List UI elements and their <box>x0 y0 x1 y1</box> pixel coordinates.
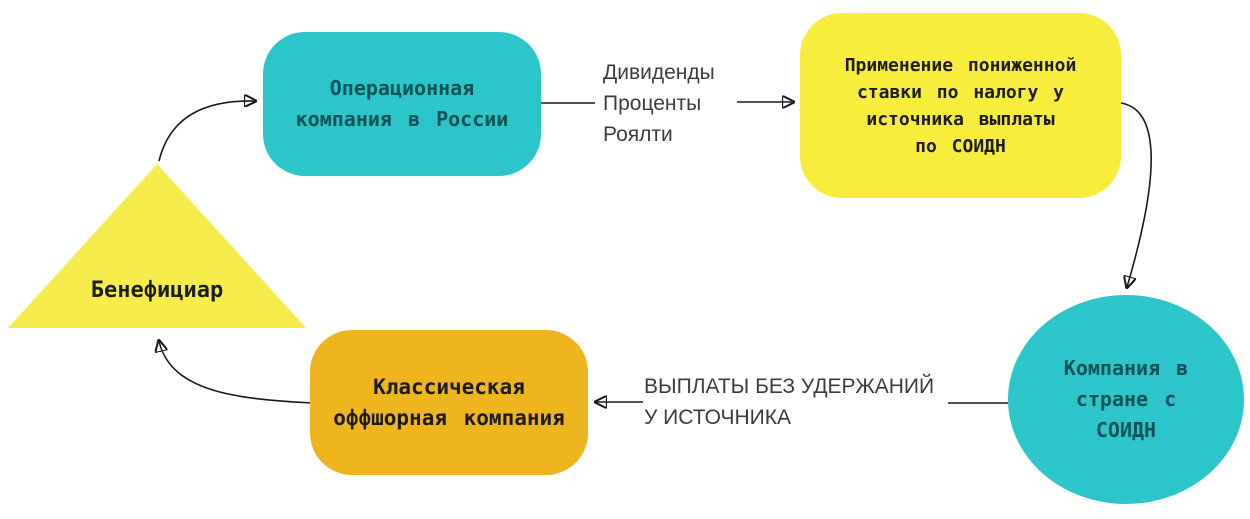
node-treaty-country-company: Компания в стране с СОИДН <box>1008 295 1244 504</box>
node-treaty-country-company-label: Компания в стране с СОИДН <box>1063 356 1189 442</box>
node-beneficiary-label: Бенефициар <box>90 278 224 303</box>
node-treaty-rate-label: Применение пониженной ставки по налогу у… <box>844 54 1077 157</box>
node-offshore-company-label: Классическая оффшорная компания <box>333 374 565 430</box>
arrow-beneficiary-to-operating <box>158 101 255 162</box>
node-operating-company: Операционная компания в России <box>263 32 541 176</box>
node-treaty-rate: Применение пониженной ставки по налогу у… <box>800 13 1121 198</box>
node-operating-company-label: Операционная компания в России <box>295 76 509 131</box>
edge-label-payment-types: Дивиденды Проценты Роялти <box>603 61 715 146</box>
arrow-offshore-to-beneficiary <box>159 341 312 404</box>
arrow-treaty-rate-to-treaty-country <box>1120 102 1152 287</box>
edge-label-no-withholding: ВЫПЛАТЫ БЕЗ УДЕРЖАНИЙ У ИСТОЧНИКА <box>644 375 935 429</box>
node-offshore-company: Классическая оффшорная компания <box>310 330 588 475</box>
